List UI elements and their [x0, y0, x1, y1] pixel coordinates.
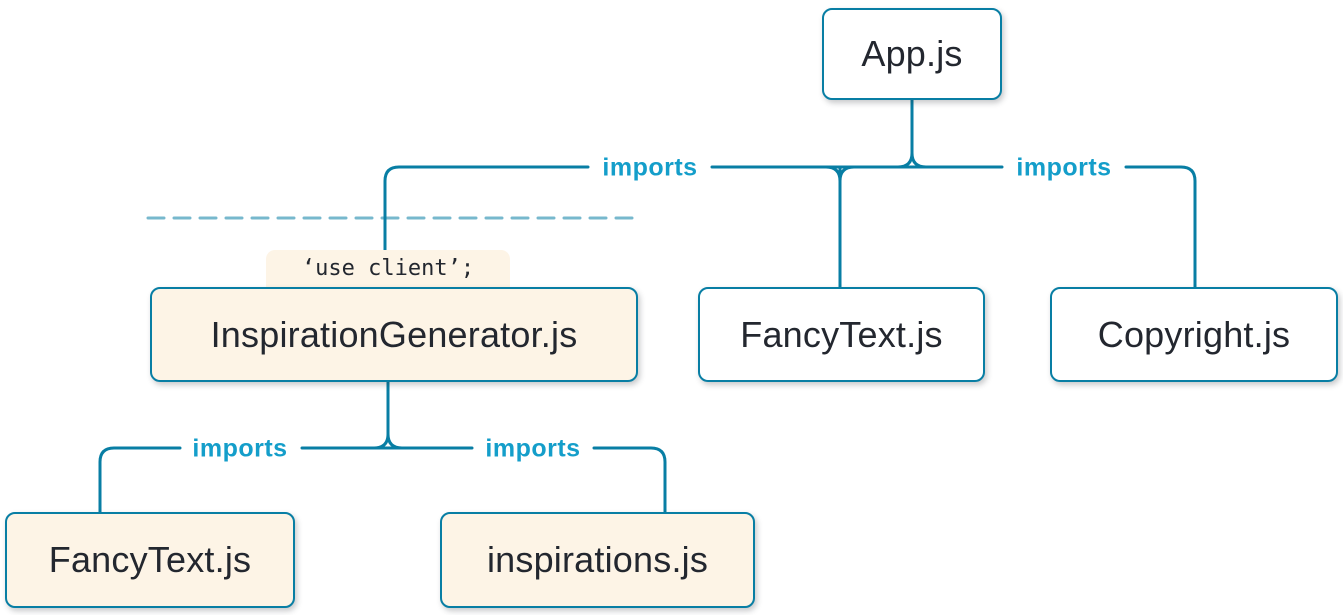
node-inspirations-label: inspirations.js	[486, 539, 709, 580]
edge-app-junction-fillets	[896, 151, 928, 169]
node-inspiration-generator-label: InspirationGenerator.js	[210, 313, 578, 355]
node-inspirations: inspirations.js	[440, 512, 755, 608]
edge-label-imports-app-inspirationgenerator: imports	[602, 153, 698, 182]
edge-inspirationgenerator-to-inspirations-line	[592, 446, 667, 514]
edge-label-imports-inspirationgenerator-fancytext: imports	[192, 434, 288, 463]
node-app-label: App.js	[861, 33, 963, 74]
edge-label-imports-app-copyright: imports	[1016, 153, 1112, 182]
edge-inspirationgenerator-junction-fillets	[372, 432, 404, 450]
node-copyright-label: Copyright.js	[1097, 313, 1291, 355]
node-copyright: Copyright.js	[1050, 287, 1338, 382]
edge-app-to-copyright-line	[1124, 165, 1197, 289]
node-inspiration-generator: InspirationGenerator.js	[150, 287, 638, 382]
node-fancytext-top-label: FancyText.js	[740, 313, 943, 355]
edge-label-imports-inspirationgenerator-inspirations: imports	[485, 434, 581, 463]
use-client-directive-tab: ‘use client’;	[266, 250, 510, 287]
node-fancytext-bottom-label: FancyText.js	[48, 539, 252, 580]
node-app: App.js	[822, 8, 1002, 100]
use-client-directive-text: ‘use client’;	[301, 256, 475, 281]
node-fancytext-top: FancyText.js	[698, 287, 985, 382]
edge-inspirationgenerator-to-fancytext-line	[98, 446, 182, 514]
node-fancytext-bottom: FancyText.js	[5, 512, 295, 608]
edge-app-to-inspirationgenerator-line	[383, 165, 590, 254]
edge-fancytext-junction-fillets	[824, 165, 856, 183]
